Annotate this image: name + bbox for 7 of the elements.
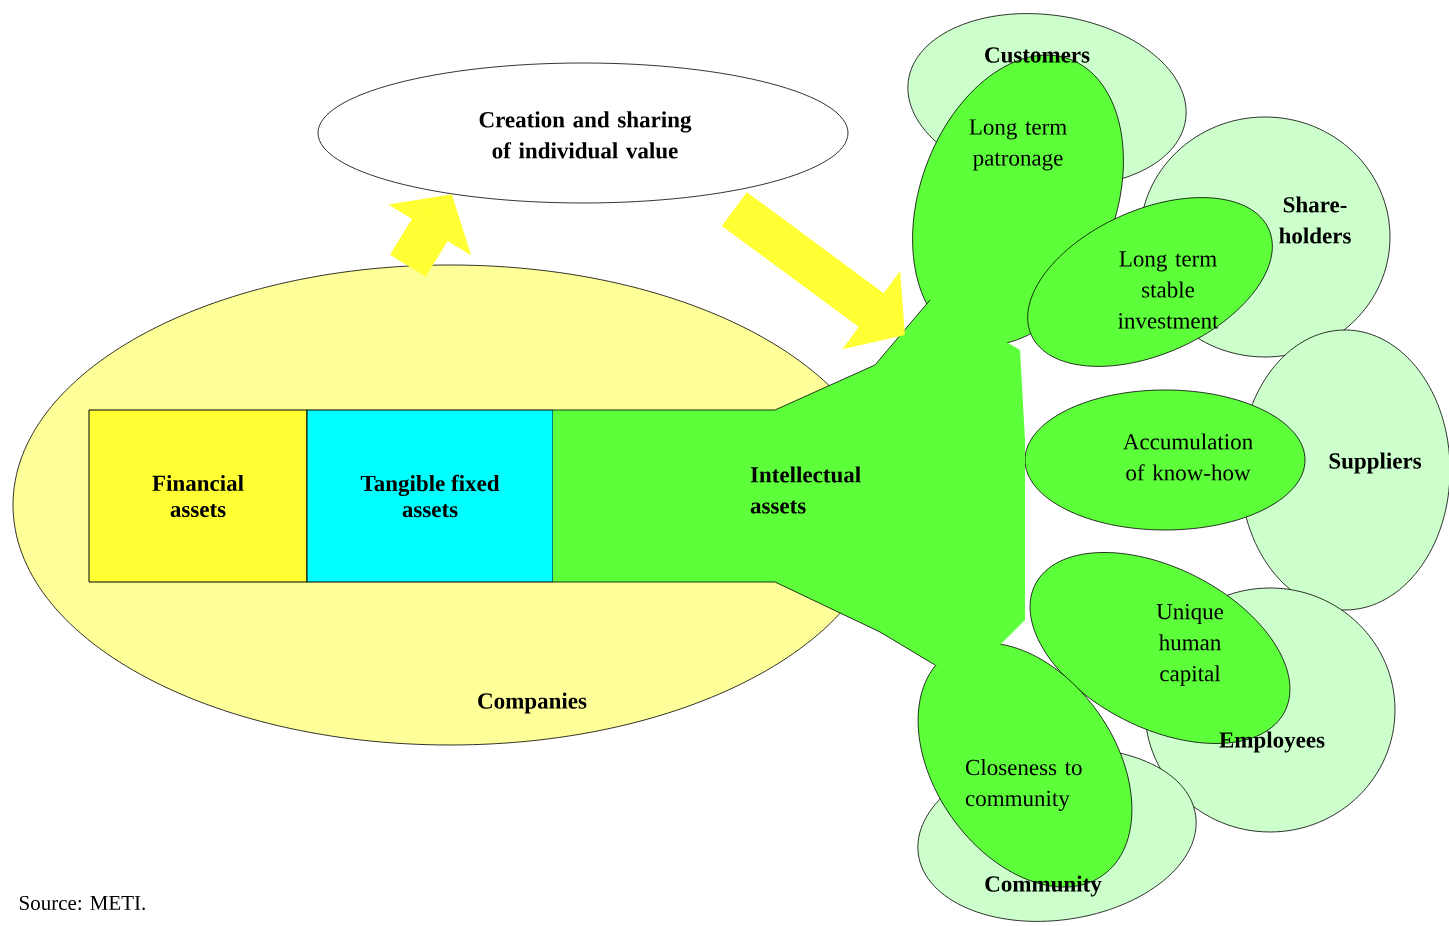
stakeholder-label: Suppliers [1329,452,1422,474]
asset-box: Tangible fixed assets [306,409,554,583]
lobe: Long term stable investment [1027,197,1273,367]
lobe: Accumulation of know-how [1024,389,1306,531]
stakeholder-label: Share-holders [1279,196,1351,244]
asset-box: Financial assets [88,409,308,583]
source-note: Source: METI. [19,895,145,911]
